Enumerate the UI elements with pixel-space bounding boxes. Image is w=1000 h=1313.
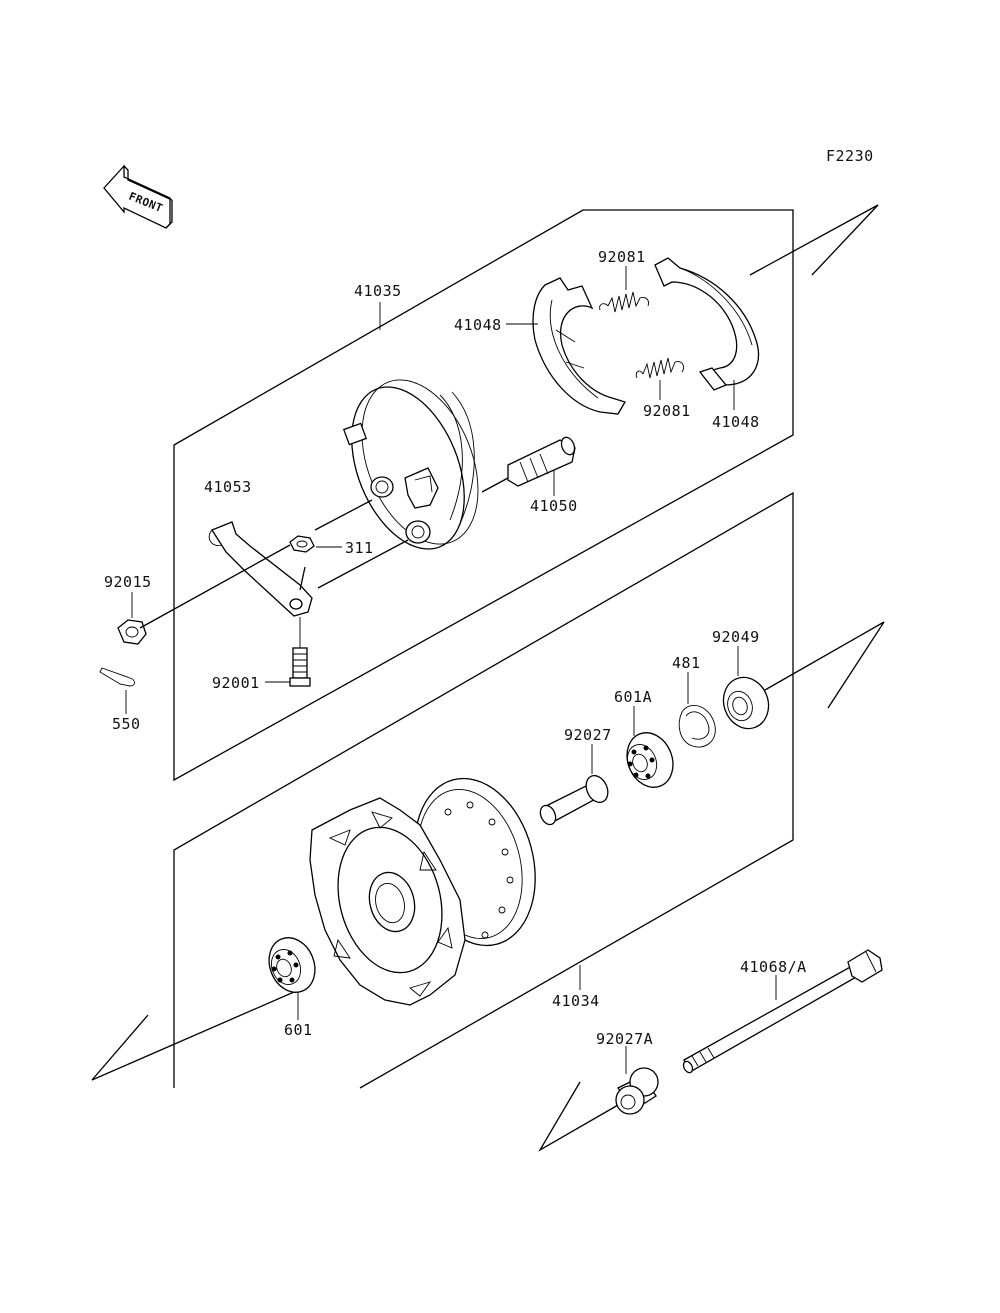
brake-cam <box>481 436 576 493</box>
nut-92015 <box>117 619 147 645</box>
collar-92027a <box>615 1067 659 1115</box>
label-601a: 601A <box>614 688 652 706</box>
brake-panel <box>342 379 479 550</box>
label-41048-right: 41048 <box>712 413 760 431</box>
label-41034: 41034 <box>552 992 600 1010</box>
bolt-92001 <box>289 647 311 687</box>
label-92081-lower: 92081 <box>643 402 691 420</box>
label-41035: 41035 <box>354 282 402 300</box>
label-92081-upper: 92081 <box>598 248 646 266</box>
label-92001: 92001 <box>212 674 260 692</box>
bearing-601a <box>626 732 674 788</box>
axle-41068a <box>682 949 883 1074</box>
spring-upper <box>599 291 649 313</box>
label-41050: 41050 <box>530 497 578 515</box>
label-550: 550 <box>112 715 141 733</box>
hub-frame <box>91 491 885 1152</box>
brake-panel-frame <box>173 204 879 782</box>
bearing-601 <box>268 937 316 993</box>
leader-lines <box>125 266 777 1074</box>
wheel-hub <box>309 777 536 1006</box>
label-481: 481 <box>672 654 701 672</box>
front-arrow-icon: FRONT <box>103 164 173 229</box>
label-92015: 92015 <box>104 573 152 591</box>
brake-shoe-right <box>654 257 760 391</box>
oil-seal-92049 <box>722 676 770 730</box>
spring-lower <box>635 357 685 379</box>
label-41068a: 41068/A <box>740 958 807 976</box>
spacer-92027 <box>539 774 609 826</box>
brake-shoe-left <box>532 277 626 415</box>
label-41053: 41053 <box>204 478 252 496</box>
label-92049: 92049 <box>712 628 760 646</box>
nut-311 <box>289 535 315 553</box>
label-311: 311 <box>345 539 374 557</box>
label-92027: 92027 <box>564 726 612 744</box>
cotter-pin-550 <box>99 667 135 687</box>
figure-code: F2230 <box>826 147 874 165</box>
circlip-481 <box>678 704 716 748</box>
cam-lever <box>208 521 313 617</box>
label-601: 601 <box>284 1021 313 1039</box>
label-41048-left: 41048 <box>454 316 502 334</box>
label-92027a: 92027A <box>596 1030 653 1048</box>
